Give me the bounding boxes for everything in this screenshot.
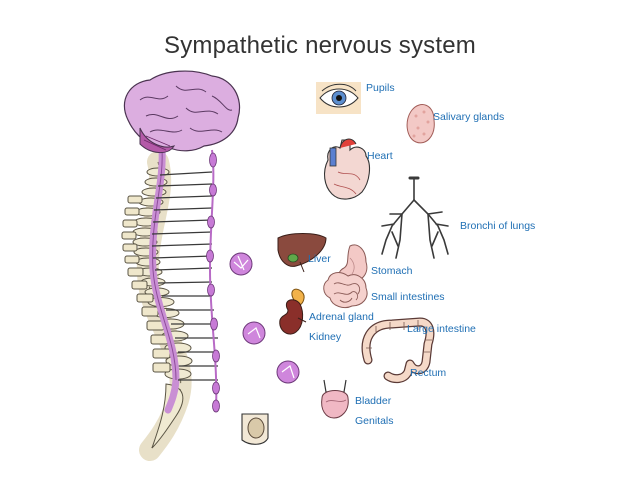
label-salivary-glands: Salivary glands [433, 111, 505, 123]
label-liver: Liver [308, 253, 331, 265]
heart-icon [323, 138, 371, 200]
genitals-icon [241, 413, 269, 445]
ganglion-superior-mesenteric [242, 321, 266, 345]
eye-icon [316, 82, 361, 114]
label-rectum: Rectum [410, 367, 447, 379]
page-title: Sympathetic nervous system [164, 32, 476, 59]
spinal-nerves [151, 171, 218, 381]
large-intestine-icon [361, 317, 435, 384]
label-bronchi: Bronchi of lungs [460, 220, 536, 232]
salivary-gland-icon [406, 104, 435, 144]
bronchi-icon [381, 176, 449, 259]
label-small-intestines: Small intestines [371, 291, 445, 303]
brain-icon [123, 70, 241, 153]
label-kidney: Kidney [309, 331, 342, 343]
ganglion-celiac [229, 252, 253, 276]
liver-icon [277, 233, 327, 273]
label-stomach: Stomach [371, 265, 413, 277]
label-bladder: Bladder [355, 395, 392, 407]
label-large-intestine: Large intestine [407, 323, 476, 335]
label-heart: Heart [367, 150, 393, 162]
label-adrenal-gland: Adrenal gland [309, 311, 374, 323]
label-genitals: Genitals [355, 415, 394, 427]
small-intestines-icon [323, 272, 368, 309]
sympathetic-chain [206, 149, 220, 413]
ganglion-inferior-mesenteric [276, 360, 300, 384]
bladder-icon [321, 379, 349, 419]
label-pupils: Pupils [366, 82, 395, 94]
adrenal-kidney-icon [279, 288, 307, 335]
